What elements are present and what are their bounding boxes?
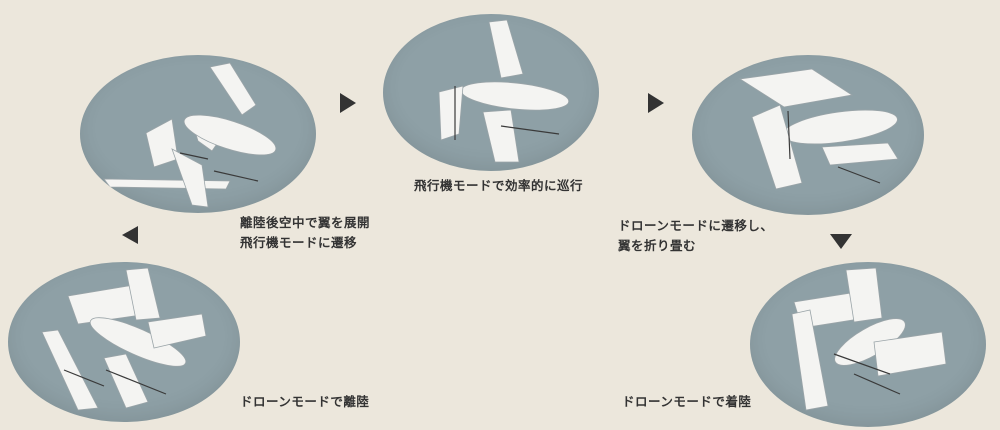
caption-line: 翼を折り畳む [618,238,697,253]
stage-image-plane-cruise [383,14,599,171]
stage-image-drone-takeoff [8,262,240,422]
arrow-right-icon [648,93,664,113]
caption-line: ドローンモードで着陸 [622,394,752,409]
arrow-right-icon [340,93,356,113]
caption-transition-to-plane: 離陸後空中で翼を展開 飛行機モードに遷移 [240,213,370,253]
stage-image-transition-to-plane [80,55,316,213]
stage-image-drone-landing [750,262,986,427]
caption-line: ドローンモードに遷移し、 [618,218,774,233]
vtol-drone-icon [103,62,277,208]
arrow-left-icon [122,226,138,244]
caption-line: 離陸後空中で翼を展開 [240,215,371,230]
stage-image-transition-to-drone [692,55,924,215]
caption-line: 飛行機モードに遷移 [240,235,358,250]
caption-drone-landing: ドローンモードで着陸 [622,392,751,412]
caption-plane-cruise: 飛行機モードで効率的に巡行 [414,176,583,196]
caption-line: 飛行機モードで効率的に巡行 [414,178,584,193]
vtol-drone-icon [438,19,570,163]
caption-transition-to-drone: ドローンモードに遷移し、 翼を折り畳む [618,216,773,256]
caption-drone-takeoff: ドローンモードで離陸 [240,392,369,412]
vtol-drone-icon [791,267,947,411]
vtol-drone-icon [738,68,899,190]
arrow-down-icon [830,234,852,249]
caption-line: ドローンモードで離陸 [240,394,370,409]
vtol-drone-icon [41,267,207,411]
